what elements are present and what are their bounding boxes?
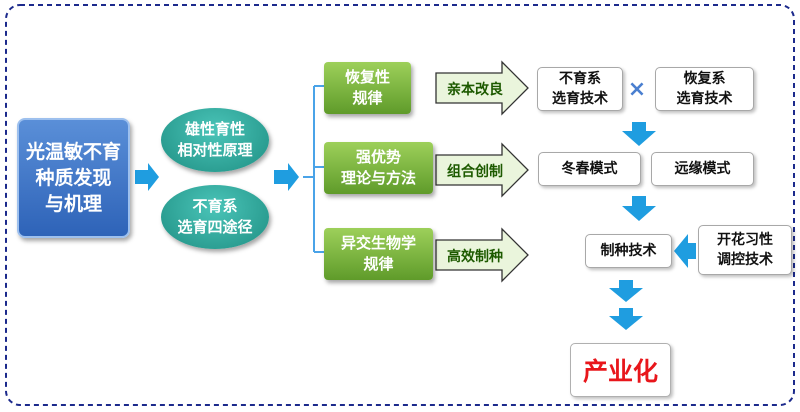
box-sterile-line-breeding: 不育系 选育技术 xyxy=(537,67,623,111)
theory-3-line-2: 规律 xyxy=(363,255,394,273)
box-flowering-control: 开花习性 调控技术 xyxy=(698,225,792,275)
box-flowering-line-1: 开花习性 xyxy=(717,232,773,248)
arrow-combination xyxy=(435,142,529,198)
box-flowering-line-2: 调控技术 xyxy=(717,252,773,268)
theory-outcrossing: 异交生物学 规律 xyxy=(324,228,433,280)
ellipse-1-line-2: 相对性原理 xyxy=(177,141,253,159)
box-restorer-line-1: 恢复系 xyxy=(683,71,726,87)
dashed-frame xyxy=(5,4,795,406)
arrow-down-3 xyxy=(609,280,643,302)
theory-2-line-1: 强优势 xyxy=(355,148,401,166)
theory-restoration: 恢复性 规律 xyxy=(324,62,411,114)
main-node-line-3: 与机理 xyxy=(44,193,102,215)
box-distant-mode: 远缘模式 xyxy=(651,152,754,186)
industrialization-label: 产业化 xyxy=(582,357,658,386)
box-sterile-line-2: 选育技术 xyxy=(552,91,608,107)
arrow-label-seed-production: 高效制种 xyxy=(447,249,503,265)
box-seed-production-label: 制种技术 xyxy=(600,243,657,259)
arrow-down-4 xyxy=(609,308,643,330)
arrow-down-2 xyxy=(622,196,656,221)
box-industrialization: 产业化 xyxy=(570,343,671,397)
ellipse-1-line-1: 雄性育性 xyxy=(184,120,245,138)
main-node-line-1: 光温敏不育 xyxy=(25,141,121,163)
box-sterile-line-1: 不育系 xyxy=(559,71,601,87)
arrow-main-to-ellipses xyxy=(135,163,159,191)
arrow-left-flowering xyxy=(674,234,696,268)
arrow-seed-production xyxy=(435,227,529,283)
theory-3-line-1: 异交生物学 xyxy=(340,234,416,252)
cross-symbol: × xyxy=(627,76,647,102)
box-seed-production-tech: 制种技术 xyxy=(585,234,672,268)
theory-2-line-2: 理论与方法 xyxy=(340,169,416,187)
ellipse-sterile-four-routes: 不育系 选育四途径 xyxy=(161,185,269,249)
box-restorer-line-breeding: 恢复系 选育技术 xyxy=(655,67,754,111)
main-node-line-2: 种质发现 xyxy=(35,167,112,189)
arrow-parent-improvement xyxy=(435,60,529,116)
theory-1-line-1: 恢复性 xyxy=(344,68,390,86)
box-restorer-line-2: 选育技术 xyxy=(676,91,733,107)
arrow-label-parent-improvement: 亲本改良 xyxy=(447,82,503,98)
box-winter-spring-mode: 冬春模式 xyxy=(538,152,641,186)
branch-bracket xyxy=(303,85,324,253)
arrow-down-1 xyxy=(622,122,656,146)
theory-heterosis: 强优势 理论与方法 xyxy=(324,142,433,194)
ellipse-2-line-2: 选育四途径 xyxy=(177,218,253,236)
theory-1-line-2: 规律 xyxy=(352,89,383,107)
main-node-germplasm: 光温敏不育 种质发现 与机理 xyxy=(17,118,130,238)
ellipse-2-line-1: 不育系 xyxy=(192,197,238,215)
arrow-label-combination: 组合创制 xyxy=(447,164,503,180)
ellipse-fertility-relativity: 雄性育性 相对性原理 xyxy=(161,108,269,172)
box-distant-label: 远缘模式 xyxy=(674,161,731,177)
arrow-ellipses-to-bracket xyxy=(274,163,299,191)
box-winter-spring-label: 冬春模式 xyxy=(561,161,618,177)
